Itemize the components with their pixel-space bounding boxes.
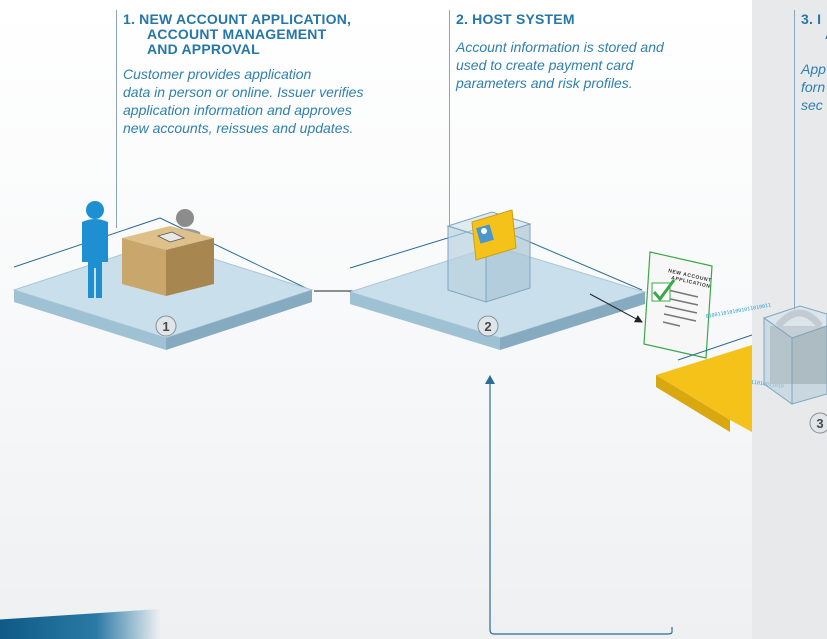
step1-connector-line [116, 10, 117, 228]
step1-description: Customer provides application data in pe… [123, 65, 363, 137]
step2-description: Account information is stored and used t… [456, 38, 664, 92]
step3-connector-line [794, 10, 795, 310]
step1-title-line: AND APPROVAL [147, 41, 260, 57]
step2-description-line: used to create payment card [456, 57, 634, 73]
step1-description-line: new accounts, reissues and updates. [123, 120, 354, 136]
step2-title: 2. HOST SYSTEM [456, 12, 575, 27]
customer-icon [82, 201, 108, 298]
platform-3 [656, 334, 753, 432]
step2-title-line: 2. HOST SYSTEM [456, 11, 575, 27]
step1-title-line: ACCOUNT MANAGEMENT [147, 26, 327, 42]
step3-title-line: 3. I [801, 11, 822, 27]
step1-description-line: application information and approves [123, 102, 352, 118]
step1-description-line: Customer provides application [123, 66, 312, 82]
arrow-2-to-3 [589, 293, 643, 323]
step3-description: App forn sec [801, 60, 826, 114]
checkmark-icon [651, 279, 676, 302]
desk-icon [122, 226, 214, 296]
badge-3: 3 [809, 412, 827, 434]
step3-description-line: App [801, 61, 826, 77]
step3-description-line: sec [801, 97, 823, 113]
step2-description-line: Account information is stored and [456, 39, 664, 55]
id-card-icon [471, 209, 517, 261]
step2-description-line: parameters and risk profiles. [456, 75, 633, 91]
badge-3-label: 3 [816, 416, 823, 431]
badge-1: 1 [155, 315, 177, 337]
application-form-icon: NEW ACCOUNT APPLICATION [643, 251, 713, 359]
feedback-loop-connector [489, 378, 673, 635]
step3-description-line: forn [801, 79, 826, 95]
step2-connector-line [449, 10, 450, 225]
badge-1-label: 1 [162, 319, 169, 334]
step3-title-line: A [801, 27, 827, 42]
step1-description-line: data in person or online. Issuer verifie… [123, 84, 364, 100]
badge-2: 2 [477, 315, 499, 337]
secure-cube-icon [762, 305, 827, 405]
step3-title: 3. I A [801, 12, 827, 42]
step1-title-line: 1. NEW ACCOUNT APPLICATION, [123, 11, 352, 27]
feedback-loop-arrowhead [485, 375, 495, 384]
binary-stream-line1: 0100110101001011010011 [705, 303, 771, 320]
step1-title: 1. NEW ACCOUNT APPLICATION, ACCOUNT MANA… [123, 12, 351, 57]
badge-2-label: 2 [484, 319, 491, 334]
